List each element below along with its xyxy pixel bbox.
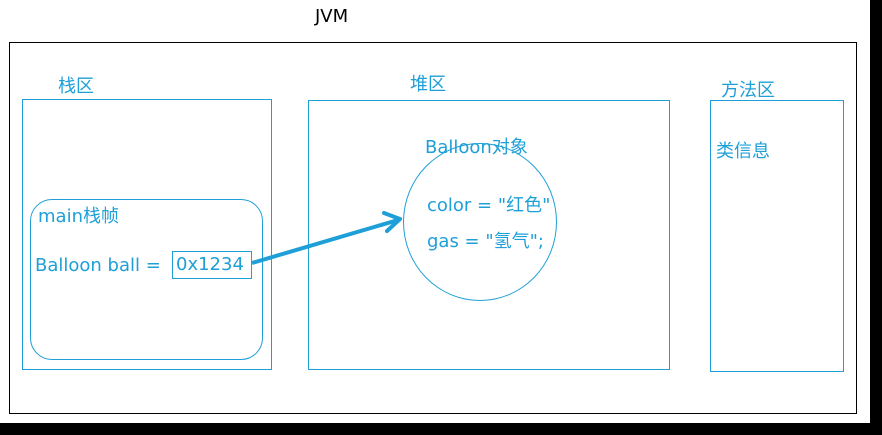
class-info-label: 类信息 [716, 141, 770, 162]
method-area-title: 方法区 [721, 80, 775, 101]
balloon-object-circle [403, 143, 557, 301]
heap-area-title: 堆区 [410, 74, 446, 95]
jvm-boundary [9, 42, 857, 414]
jvm-label: JVM [315, 6, 349, 27]
reference-value: 0x1234 [176, 254, 244, 275]
main-frame-title: main栈帧 [38, 206, 119, 227]
arrow-line [251, 218, 399, 265]
method-area [710, 100, 844, 372]
main-stack-frame [30, 199, 263, 360]
jvm-diagram-canvas: JVM 栈区 main栈帧 Balloon ball = 0x1234 堆区 B… [0, 0, 870, 423]
reference-box: 0x1234 [172, 251, 252, 279]
balloon-object-title: Balloon对象 [425, 137, 528, 158]
field-gas: gas = "氢气"; [427, 231, 544, 252]
field-color: color = "红色" [427, 195, 551, 216]
reference-arrow [251, 211, 402, 265]
heap-area [308, 100, 670, 370]
stack-area [22, 99, 272, 370]
arrow-head [382, 211, 402, 233]
stack-area-title: 栈区 [58, 76, 94, 97]
variable-declaration: Balloon ball = [35, 255, 161, 276]
